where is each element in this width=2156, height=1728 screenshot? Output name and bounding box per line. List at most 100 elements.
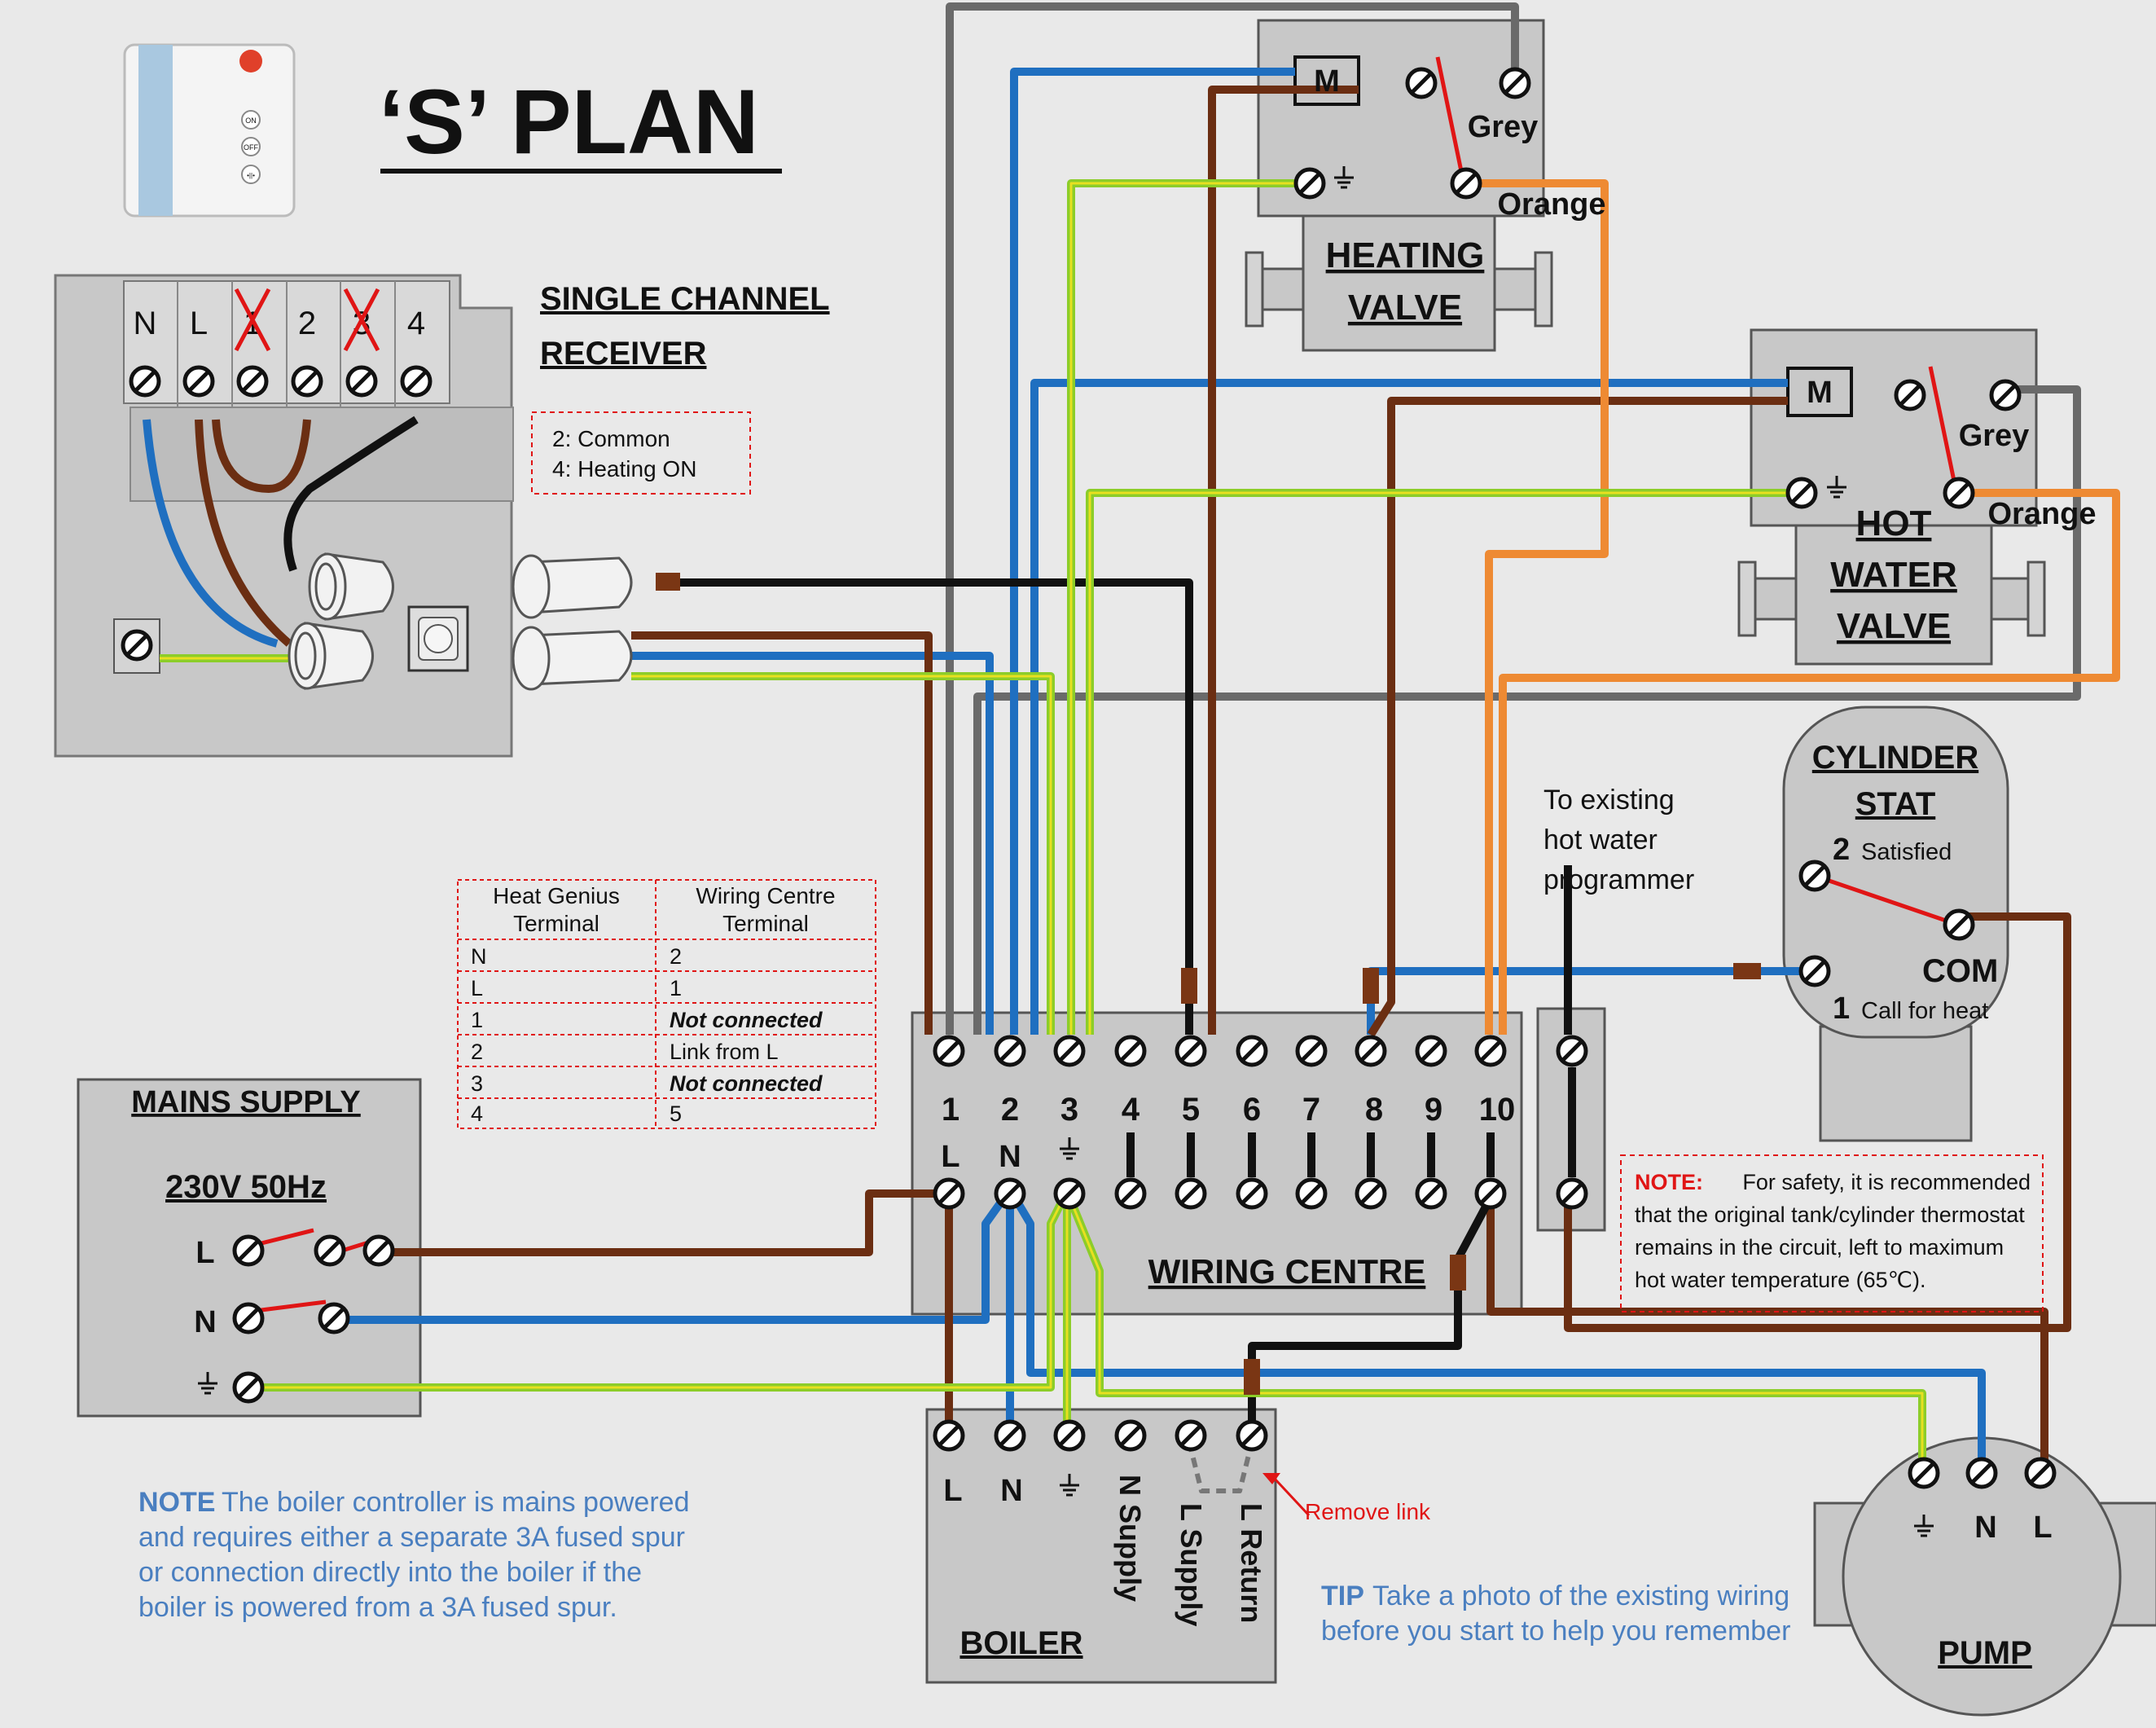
table-cell: 1 [471,1008,483,1032]
hw-valve-grey-label: Grey [1959,419,2030,453]
table-cell: N [471,944,487,969]
programmer-note-2: hot water [1543,824,1658,855]
boiler-terminal-l-return: L Return [1235,1503,1268,1623]
receiver-terminal-block: N L 1 2 3 4 [54,274,514,758]
wiring-centre-title: WIRING CENTRE [1148,1252,1426,1291]
wc-terminal-number: 2 [1001,1092,1019,1128]
wc-terminal-number: 1 [942,1092,959,1128]
boiler-note-line: The boiler controller is mains powered [222,1487,689,1518]
cylinder-stat-title-1: CYLINDER [1812,740,1979,776]
cylinder-stat-title-2: STAT [1855,786,1936,822]
cylinder-satisfied-label: Satisfied [1861,839,1952,865]
heating-valve-title-2: VALVE [1348,288,1462,328]
table-cell: Not connected [670,1071,823,1096]
safety-note-line: remains in the circuit, left to maximum [1635,1235,2004,1260]
tip-line: Take a photo of the existing wiring [1372,1581,1789,1611]
heating-valve-grey-label: Grey [1468,110,1539,144]
receiver-title-1: SINGLE CHANNEL [540,281,830,317]
wc-terminal-number: 4 [1122,1092,1140,1128]
boiler-note: NOTE The boiler controller is mains powe… [138,1487,689,1623]
cross-icon [234,288,380,352]
table-cell: 2 [471,1040,483,1064]
pump-neutral-label: N [1974,1510,1996,1545]
boiler-note-prefix: NOTE [138,1487,215,1518]
mains-live-label: L [195,1236,214,1270]
boiler-note-line: boiler is powered from a 3A fused spur. [138,1592,617,1623]
mains-neutral-label: N [194,1305,216,1339]
receiver-note-1: 2: Common [552,426,670,451]
off-button-label: OFF [244,143,258,152]
table-cell: 2 [670,944,682,969]
pump-body [1813,1436,2156,1717]
wc-terminal-number: 8 [1365,1092,1383,1128]
receiver-device-icon: ON OFF •||• [123,43,296,218]
table-cell: Not connected [670,1008,823,1032]
hw-valve-title-3: VALVE [1837,606,1951,646]
receiver-terminal-2: 2 [298,306,316,341]
tip-prefix: TIP [1321,1581,1364,1611]
hw-valve-title-2: WATER [1830,555,1957,595]
page-title: ‘S’ PLAN [379,71,759,173]
programmer-note-1: To existing [1543,785,1675,816]
cylinder-call-label: Call for heat [1861,998,1988,1024]
table-cell: 3 [471,1071,483,1096]
table-cell: L [471,976,483,1000]
boiler-title: BOILER [959,1625,1082,1661]
wc-terminal-number: 9 [1425,1092,1442,1128]
receiver-title-2: RECEIVER [540,336,707,372]
receiver-terminal-4: 4 [407,306,425,341]
boiler-terminal-l: L [943,1474,962,1508]
wc-terminal-number: 5 [1182,1092,1200,1128]
boiler-terminal-n: N [1000,1474,1022,1508]
hw-valve-title-1: HOT [1856,503,1932,543]
hw-valve-motor-label: M [1807,376,1833,410]
boiler-terminal-l-supply: L Supply [1175,1503,1208,1626]
heating-valve-title-1: HEATING [1326,235,1485,275]
receiver-terminal-l: L [190,306,208,341]
heating-valve-motor-label: M [1314,64,1340,99]
receiver-note-2: 4: Heating ON [552,456,696,481]
mains-voltage: 230V 50Hz [165,1169,327,1205]
pump-live-label: L [2033,1510,2052,1545]
receiver-terminal-n: N [134,306,157,341]
cylinder-stat [1782,706,2009,1142]
wires [143,2,2120,1517]
pump-title: PUMP [1938,1635,2032,1671]
wc-terminal-number: 6 [1243,1092,1261,1128]
boiler-terminal-n-supply: N Supply [1113,1475,1147,1602]
boiler-note-line: or connection directly into the boiler i… [138,1557,642,1588]
wc-terminal-number: 10 [1479,1092,1516,1128]
table-header-1a: Heat Genius [493,883,620,908]
heating-valve-orange-label: Orange [1497,187,1605,222]
safety-note-line: that the original tank/cylinder thermost… [1635,1203,2025,1227]
cylinder-terminal-1: 1 [1833,992,1850,1026]
wc-live-label: L [941,1140,959,1174]
connectors [288,552,1761,1395]
safety-note-line: For safety, it is recommended [1742,1170,2031,1194]
safety-note-line: hot water temperature (65℃). [1635,1268,1925,1292]
wc-neutral-label: N [999,1140,1021,1174]
table-cell: 5 [670,1101,682,1126]
cylinder-terminal-2: 2 [1833,833,1850,867]
programmer-note-3: programmer [1543,864,1694,895]
table-header-1b: Terminal [513,911,599,936]
table-header-2a: Wiring Centre [696,883,835,908]
remove-link-label: Remove link [1305,1499,1431,1524]
mains-title: MAINS SUPPLY [131,1085,361,1119]
hw-valve-orange-label: Orange [1987,497,2096,531]
table-header-2b: Terminal [722,911,809,936]
tip-line: before you start to help you remember [1321,1616,1790,1647]
safety-note-prefix: NOTE: [1635,1170,1703,1194]
table-cell: 1 [670,976,682,1000]
table-cell: 4 [471,1101,483,1126]
wc-terminal-number: 7 [1302,1092,1320,1128]
on-button-label: ON [245,117,257,125]
pair-button-label: •||• [247,172,255,179]
receiver-note-box [531,411,751,495]
mapping-table: Heat Genius Terminal Wiring Centre Termi… [457,879,876,1129]
table-cell: Link from L [670,1040,779,1064]
cylinder-com-label: COM [1922,953,1998,989]
wiring-centre-numbers: 1 2 3 4 5 6 7 8 9 10 L N [941,1092,1515,1174]
